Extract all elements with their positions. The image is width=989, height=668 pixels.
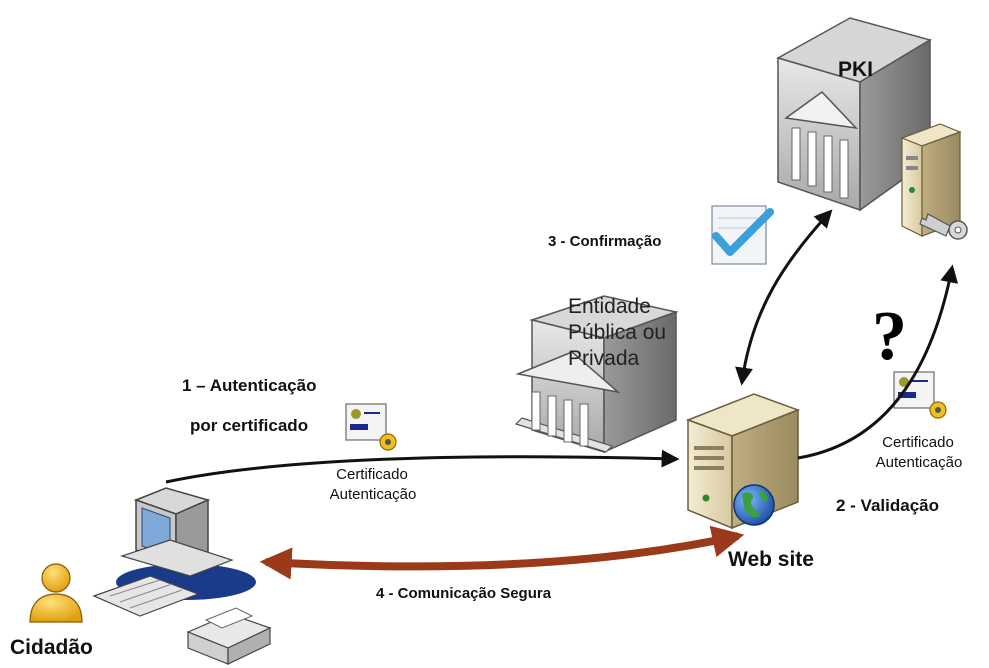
question-mark: ?	[872, 298, 907, 375]
authentication-arrow	[165, 449, 680, 484]
certificate-left-label-line2: Autenticação	[329, 486, 417, 503]
step2-label: 2 - Validação	[836, 496, 939, 515]
certificate-right-label-line1: Certificado	[882, 434, 954, 451]
certificate-right-label-line2: Autenticação	[875, 454, 963, 471]
entity-label-line2: Pública ou	[568, 321, 667, 344]
entity-label-line3: Privada	[568, 347, 640, 370]
step3-label: 3 - Confirmação	[548, 233, 662, 250]
entity-building-icon	[514, 295, 679, 454]
checkmark-document-icon	[711, 205, 774, 265]
printer-icon	[186, 607, 272, 665]
validation-arrow	[797, 264, 959, 460]
step4-label: 4 - Comunicação Segura	[376, 585, 552, 602]
step1-label-line1: 1 – Autenticação	[182, 376, 317, 395]
pki-label: PKI	[838, 58, 874, 81]
entity-label-line1: Entidade	[568, 295, 651, 318]
website-label: Web site	[728, 548, 814, 571]
citizen-label: Cidadão	[10, 636, 93, 659]
step1-label-line2: por certificado	[190, 416, 309, 435]
certificate-left-icon	[345, 403, 397, 451]
globe-icon	[733, 484, 775, 526]
computer-icon	[92, 487, 256, 617]
certificate-left-label-line1: Certificado	[336, 466, 408, 483]
key-icon	[919, 213, 968, 240]
secure-communication-arrow	[259, 525, 745, 580]
confirmation-arrow	[735, 209, 833, 386]
person-icon	[29, 563, 83, 623]
